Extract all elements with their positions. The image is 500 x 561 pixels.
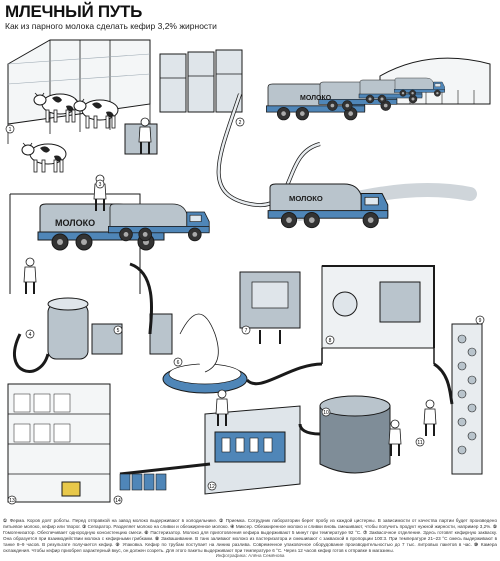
step-number: 4 (29, 332, 32, 338)
legend-item: Сепаратор. Разделяет молоко на сливки и … (87, 524, 229, 530)
unloading-station: МОЛОКО (9, 174, 210, 295)
legend-item: Миксер. Обезжиренное молоко и сливки вно… (235, 524, 492, 530)
truck-depot: МОЛОКО (266, 57, 491, 121)
step-number: 8 (329, 338, 332, 344)
farm-barn (7, 39, 158, 173)
truck-moving: МОЛОКО (267, 183, 389, 229)
step-number: 9 (479, 318, 482, 324)
step-number: 6 (177, 360, 180, 366)
process-pipes (129, 262, 454, 436)
step-number: 11 (417, 440, 422, 446)
separator (12, 297, 123, 373)
legend-item: Ферма. Коров доят роботы. Перед отправко… (9, 518, 218, 523)
step-number: 12 (209, 484, 215, 490)
step-number: 5 (117, 328, 120, 334)
packaging-line (119, 389, 301, 495)
legend: ① Ферма. Коров доят роботы. Перед отправ… (3, 518, 498, 554)
fermentation-tank (319, 395, 437, 474)
legend-item: Заквасочное отделение. Здесь готовят кеф… (3, 530, 498, 542)
page-title: МЛЕЧНЫЙ ПУТЬ (5, 2, 143, 21)
legend-item: Пастеризатор. Молоко для приготовления к… (150, 530, 362, 536)
infographic-illustration: МОЛОКО МОЛОКО МОЛОКО (5, 39, 491, 505)
farm-refrigerators (159, 49, 243, 113)
truck-label: МОЛОКО (300, 95, 332, 102)
legend-item: Приемка. Сотрудник лаборатории берет про… (3, 518, 498, 530)
step-number: 14 (115, 498, 121, 504)
step-number: 2 (239, 120, 242, 126)
step-number: 10 (323, 410, 329, 416)
page-subtitle: Как из парного молока сделать кефир 3,2%… (5, 21, 217, 31)
step-number: 13 (9, 498, 15, 504)
cold-storage (7, 383, 167, 503)
legend-item: Камера охлаждения. Чтобы кефир приобрел … (3, 542, 497, 554)
mixer-basin (149, 313, 248, 394)
step-markers: 1 2 3 4 5 6 7 8 9 10 11 12 13 14 (5, 117, 485, 505)
legend-item: Гомогенизатор. Обеспечивает однородную к… (3, 530, 143, 536)
step-number: 7 (245, 328, 248, 334)
step-number: 3 (99, 182, 102, 188)
truck-label: МОЛОКО (289, 194, 323, 203)
starter-culture-column (451, 323, 483, 475)
homogenizer (239, 271, 301, 344)
legend-item: Заквашивание. В танк заливают молоко из … (3, 536, 498, 548)
legend-item: Упаковка. Кефир по трубам поступает на л… (122, 542, 472, 548)
credit: Инфографика: Алёна Семёнова (215, 553, 285, 558)
pasteurizer (321, 265, 435, 364)
truck-label: МОЛОКО (55, 218, 95, 228)
step-number: 1 (9, 127, 12, 133)
